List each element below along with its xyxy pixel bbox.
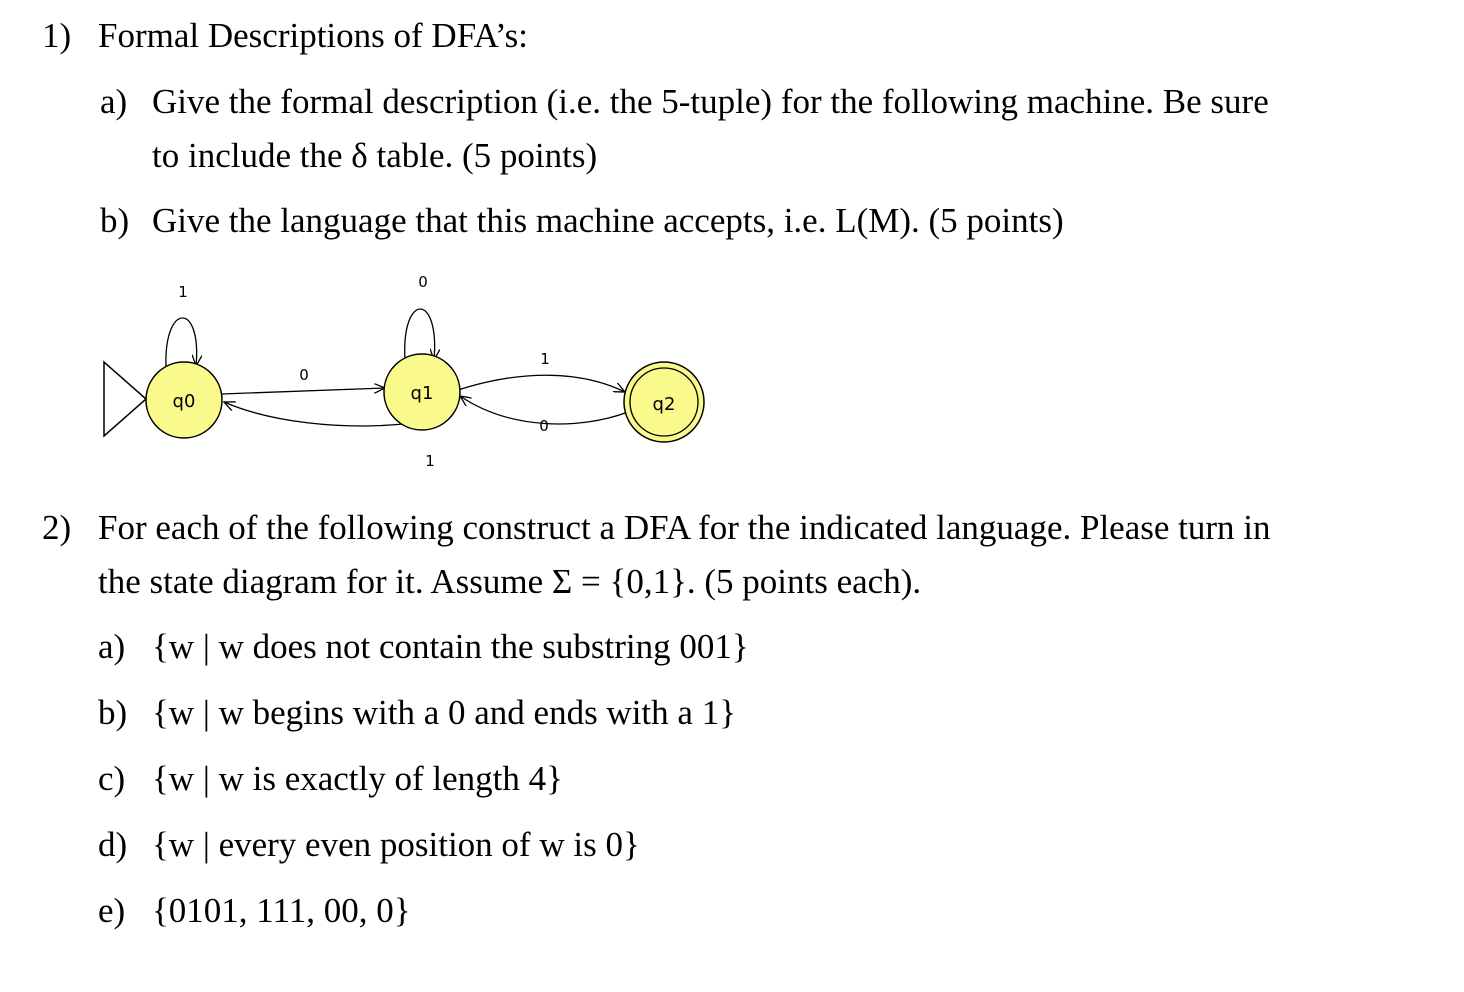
dfa-state-diagram: 1 0 0 1 1 0 q0 q1 q2	[103, 273, 705, 470]
question-2a-item: a) {w | w does not contain the substring…	[98, 627, 749, 667]
q2-to-q1-label: 0	[539, 417, 549, 435]
question-2e-letter: e)	[98, 891, 126, 930]
q1-to-q0-label: 1	[425, 452, 435, 470]
question-2c-letter: c)	[98, 759, 126, 798]
question-1b-letter: b)	[100, 201, 130, 240]
q1-self-loop-label: 0	[418, 273, 428, 291]
q1-to-q0-edge	[224, 402, 405, 427]
q0-self-loop-edge	[165, 317, 197, 366]
question-2c-item: c) {w | w is exactly of length 4}	[98, 759, 563, 799]
state-q2-label: q2	[653, 394, 676, 415]
question-2-text-2: the state diagram for it. Assume Σ = {0,…	[98, 562, 922, 601]
question-1b-line: b) Give the language that this machine a…	[100, 201, 1064, 241]
question-2d-text: {w | every even position of w is 0}	[152, 825, 640, 864]
question-2b-item: b) {w | w begins with a 0 and ends with …	[98, 693, 736, 733]
state-q1-label: q1	[411, 383, 434, 404]
question-2-number: 2)	[42, 508, 72, 547]
question-1-number: 1)	[42, 16, 72, 55]
question-2d-letter: d)	[98, 825, 128, 864]
question-2e-item: e) {0101, 111, 00, 0}	[98, 891, 411, 931]
question-2b-letter: b)	[98, 693, 128, 732]
question-1a-text-1: Give the formal description (i.e. the 5-…	[152, 82, 1269, 121]
question-1a-line-2: to include the δ table. (5 points)	[152, 136, 598, 175]
question-1a-letter: a)	[100, 82, 128, 121]
state-q1: q1	[383, 353, 461, 431]
question-2-line-1: 2) For each of the following construct a…	[42, 508, 1271, 548]
q0-to-q1-edge	[221, 388, 385, 395]
question-2e-text: {0101, 111, 00, 0}	[152, 891, 411, 930]
start-state-arrow	[103, 360, 148, 438]
question-2b-text: {w | w begins with a 0 and ends with a 1…	[152, 693, 736, 732]
question-2-text-1: For each of the following construct a DF…	[98, 508, 1271, 547]
question-1a-line-1: a) Give the formal description (i.e. the…	[100, 82, 1269, 122]
q1-self-loop-edge	[404, 308, 435, 360]
state-q0-label: q0	[173, 391, 196, 412]
q1-to-q2-label: 1	[540, 350, 550, 368]
question-2d-item: d) {w | every even position of w is 0}	[98, 825, 640, 865]
question-2a-text: {w | w does not contain the substring 00…	[152, 627, 749, 666]
question-1b-text: Give the language that this machine acce…	[152, 201, 1064, 240]
state-q2-accepting: q2	[623, 361, 705, 443]
state-q0: q0	[145, 361, 223, 439]
q1-to-q2-edge	[457, 374, 625, 392]
question-1-heading: Formal Descriptions of DFA’s:	[98, 16, 529, 55]
question-2c-text: {w | w is exactly of length 4}	[152, 759, 563, 798]
question-2a-letter: a)	[98, 627, 126, 666]
question-1-heading-line: 1) Formal Descriptions of DFA’s:	[42, 16, 528, 56]
q0-self-loop-label: 1	[178, 283, 188, 301]
q0-to-q1-label: 0	[299, 366, 309, 384]
q2-to-q1-edge	[460, 396, 629, 425]
